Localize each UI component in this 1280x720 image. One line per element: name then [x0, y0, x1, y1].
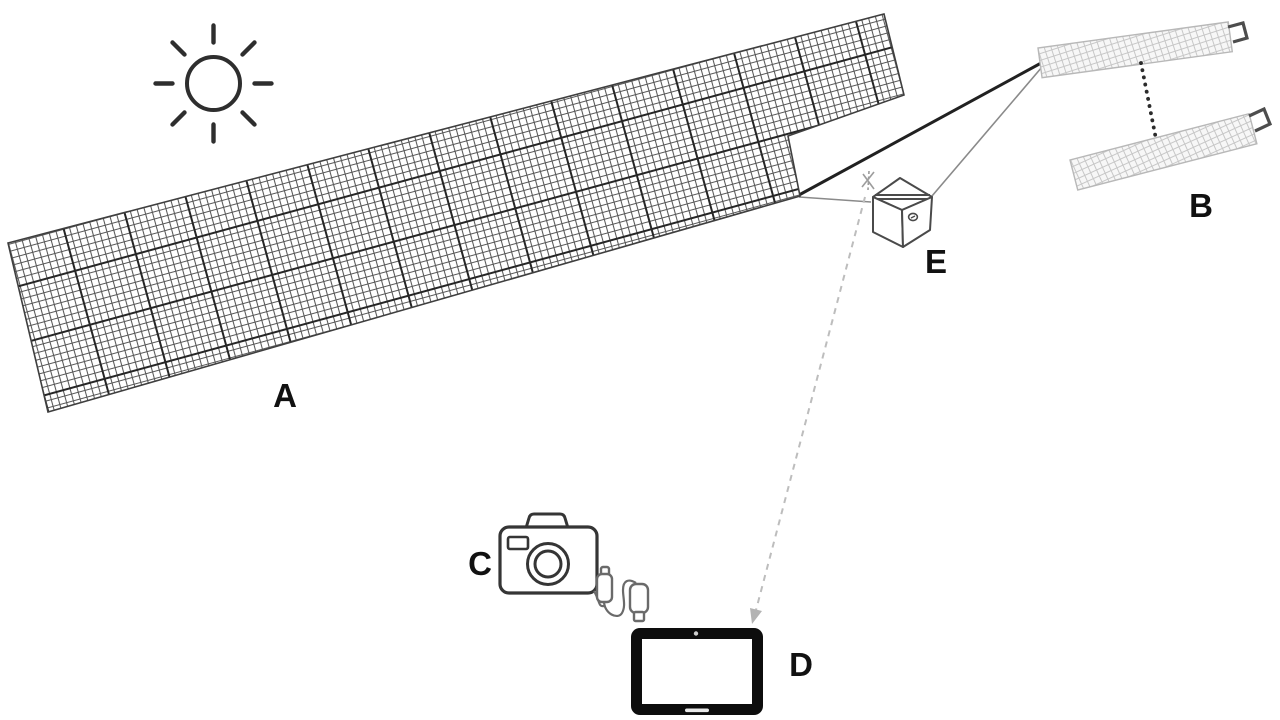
- camera-lens-inner: [533, 549, 563, 579]
- camera-icon: [498, 512, 599, 595]
- box-port-mark: [910, 215, 916, 219]
- tablet-screen: [642, 639, 752, 704]
- solar-array-icon: [7, 13, 905, 414]
- box-icon: [872, 177, 933, 248]
- tablet-home-bar: [685, 708, 709, 713]
- mounting-bracket-icon-top: [1227, 21, 1249, 44]
- label-sensor-box: E: [925, 243, 947, 280]
- label-camera: C: [468, 545, 492, 582]
- box-right-face: [901, 196, 933, 248]
- usb-plug-right-body: [628, 582, 650, 615]
- wireless-x-icon: [861, 170, 875, 191]
- tablet-icon: [631, 628, 763, 715]
- cable-segment-left: [593, 590, 605, 608]
- camera-flash-window: [506, 535, 530, 551]
- usb-plug-left-body: [595, 572, 614, 604]
- camera-viewfinder-hump: [524, 512, 570, 530]
- usb-plug-right-tip: [632, 610, 646, 623]
- link-reference-to-box: [931, 66, 1043, 197]
- sun-disc: [185, 55, 242, 112]
- dotted-connector: [1139, 61, 1158, 141]
- sun-rays: [153, 23, 274, 144]
- tablet-front-camera-dot: [693, 631, 699, 636]
- link-array-to-reference: [798, 60, 1044, 197]
- label-solar-array: A: [273, 377, 297, 414]
- solar-strip-top: [1037, 21, 1234, 79]
- sun-icon: [153, 23, 274, 144]
- cable-segment-loop: [602, 579, 637, 618]
- label-reference-panels: B: [1189, 187, 1213, 224]
- usb-cable-icon: [593, 565, 650, 623]
- arrowhead-icon: [750, 608, 762, 624]
- box-seam: [875, 194, 930, 200]
- mounting-bracket-icon-bottom: [1248, 106, 1273, 133]
- wireless-dashed-link: [755, 196, 866, 611]
- label-tablet: D: [789, 646, 813, 683]
- solar-strip-bottom: [1069, 112, 1258, 191]
- link-array-to-box: [798, 196, 872, 203]
